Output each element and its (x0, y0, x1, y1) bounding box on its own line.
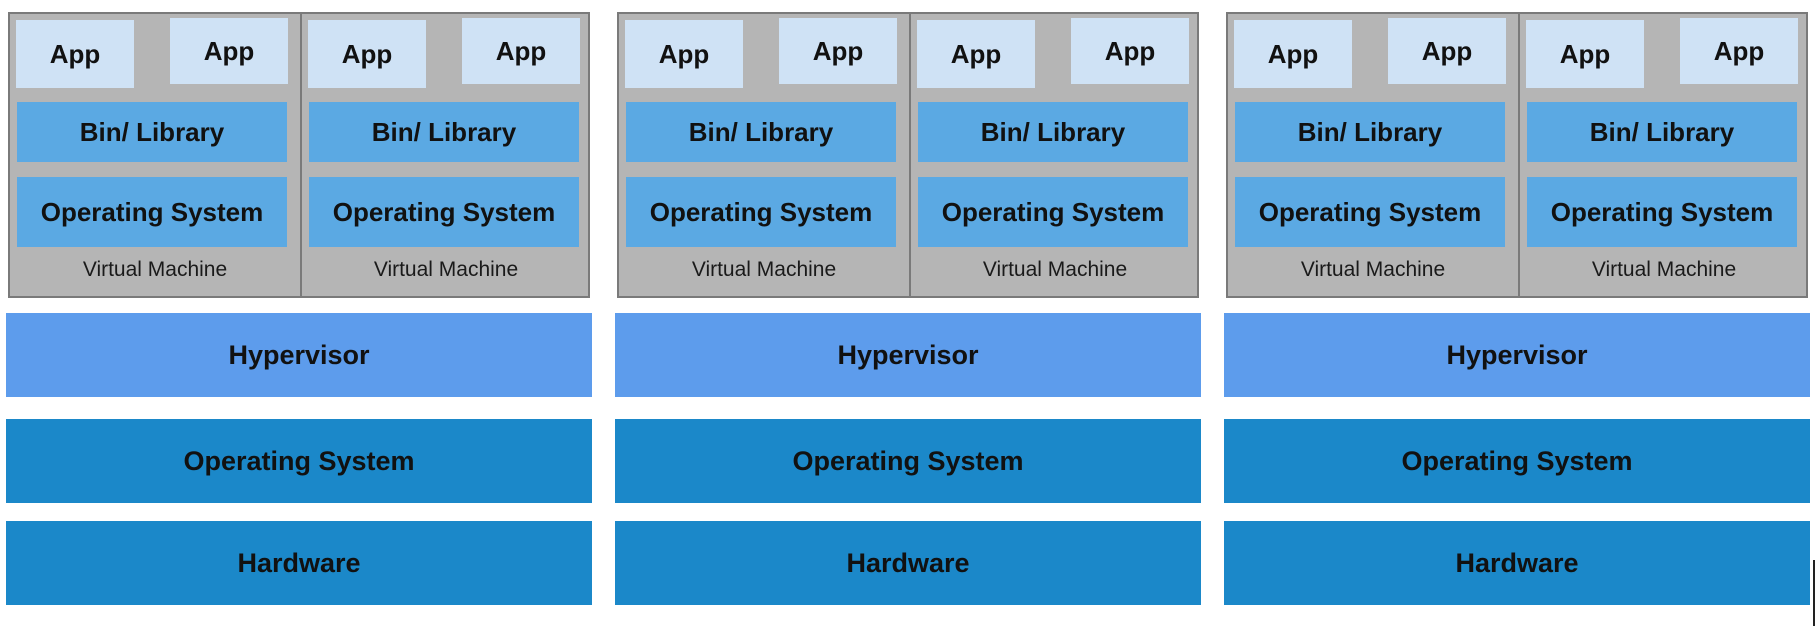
app-block: App (462, 18, 580, 84)
hypervisor-layer: Hypervisor (6, 313, 592, 397)
hardware-layer: Hardware (615, 521, 1201, 605)
vm-stack-3: App App Bin/ Library Operating System Vi… (1224, 0, 1810, 626)
vm-stack-2: App App Bin/ Library Operating System Vi… (615, 0, 1201, 626)
guest-os-block: Operating System (1527, 177, 1797, 247)
bin-library-block: Bin/ Library (1235, 102, 1505, 162)
vm-label: Virtual Machine (982, 258, 1128, 281)
vm-label: Virtual Machine (373, 258, 519, 281)
guest-os-block: Operating System (918, 177, 1188, 247)
app-block: App (1234, 20, 1352, 88)
edge-divider (1813, 560, 1815, 626)
app-block: App (1680, 18, 1798, 84)
app-block: App (1388, 18, 1506, 84)
app-block: App (308, 20, 426, 88)
vm-label: Virtual Machine (691, 258, 837, 281)
hardware-layer: Hardware (6, 521, 592, 605)
vm-label: Virtual Machine (1591, 258, 1737, 281)
app-block: App (779, 18, 897, 84)
bin-library-block: Bin/ Library (626, 102, 896, 162)
virtual-machine: App App Bin/ Library Operating System Vi… (300, 14, 590, 296)
bin-library-block: Bin/ Library (918, 102, 1188, 162)
hardware-layer: Hardware (1224, 521, 1810, 605)
bin-library-block: Bin/ Library (1527, 102, 1797, 162)
vm-stack-1: App App Bin/ Library Operating System Vi… (6, 0, 592, 626)
host-os-layer: Operating System (1224, 419, 1810, 503)
hypervisor-layer: Hypervisor (615, 313, 1201, 397)
app-block: App (1071, 18, 1189, 84)
vm-group: App App Bin/ Library Operating System Vi… (617, 12, 1199, 298)
vm-label: Virtual Machine (1300, 258, 1446, 281)
bin-library-block: Bin/ Library (17, 102, 287, 162)
virtual-machine: App App Bin/ Library Operating System Vi… (10, 14, 300, 296)
guest-os-block: Operating System (309, 177, 579, 247)
app-block: App (16, 20, 134, 88)
virtual-machine: App App Bin/ Library Operating System Vi… (1228, 14, 1518, 296)
guest-os-block: Operating System (17, 177, 287, 247)
vm-group: App App Bin/ Library Operating System Vi… (8, 12, 590, 298)
app-block: App (625, 20, 743, 88)
hypervisor-layer: Hypervisor (1224, 313, 1810, 397)
vm-group: App App Bin/ Library Operating System Vi… (1226, 12, 1808, 298)
virtual-machine: App App Bin/ Library Operating System Vi… (909, 14, 1199, 296)
host-os-layer: Operating System (6, 419, 592, 503)
virtual-machine: App App Bin/ Library Operating System Vi… (619, 14, 909, 296)
app-block: App (170, 18, 288, 84)
app-block: App (917, 20, 1035, 88)
host-os-layer: Operating System (615, 419, 1201, 503)
bin-library-block: Bin/ Library (309, 102, 579, 162)
app-block: App (1526, 20, 1644, 88)
guest-os-block: Operating System (626, 177, 896, 247)
virtual-machine: App App Bin/ Library Operating System Vi… (1518, 14, 1808, 296)
vm-label: Virtual Machine (82, 258, 228, 281)
guest-os-block: Operating System (1235, 177, 1505, 247)
